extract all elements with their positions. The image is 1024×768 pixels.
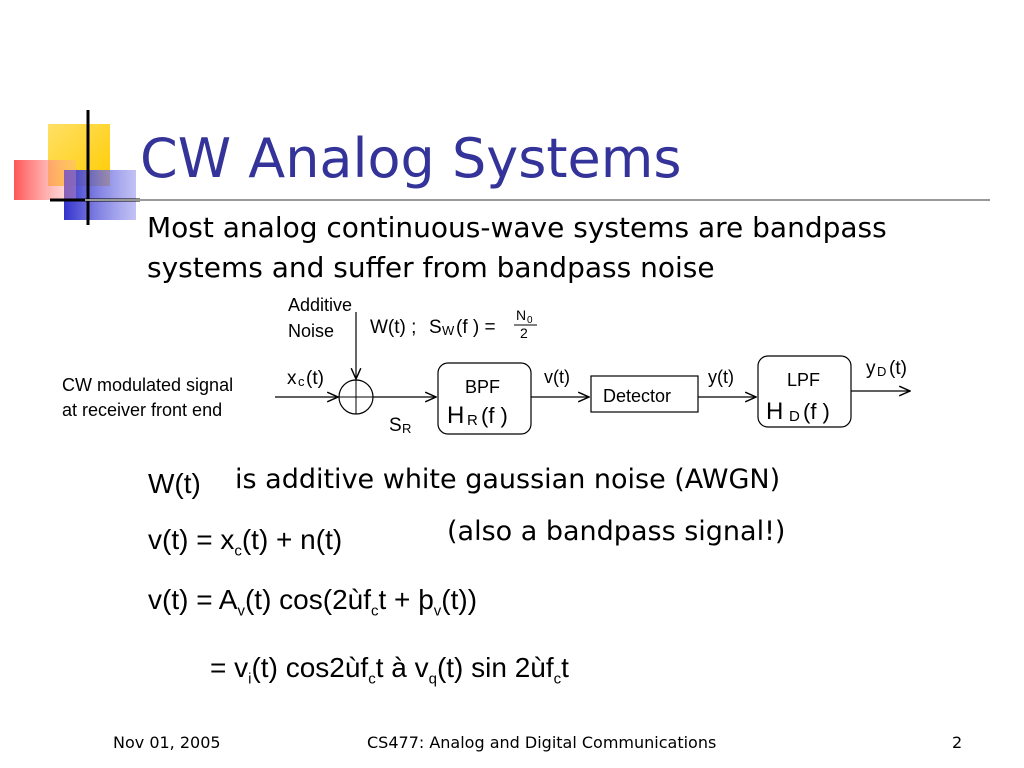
lpf-H-sub: D bbox=[789, 408, 800, 425]
input-label-line1: CW modulated signal bbox=[62, 375, 233, 395]
noise-label-line2: Noise bbox=[288, 321, 334, 341]
eq4-sub1: i bbox=[248, 670, 252, 688]
noise-label-line1: Additive bbox=[288, 295, 352, 315]
eq2: v(t) = xc(t) + n(t) bbox=[148, 524, 342, 568]
input-label-line2: at receiver front end bbox=[62, 400, 222, 420]
title-divider bbox=[85, 199, 990, 201]
eq3-part-b: (t) cos(2ùf bbox=[244, 584, 371, 615]
detector-label: Detector bbox=[603, 386, 671, 406]
bpf-H: H bbox=[447, 402, 464, 429]
sr-label: S bbox=[389, 415, 402, 436]
yd-label-sub: D bbox=[877, 364, 886, 379]
eq4-part-e: t bbox=[561, 652, 569, 683]
eq1-description: is additive white gaussian noise (AWGN) bbox=[235, 464, 781, 495]
eq2-sub: c bbox=[234, 542, 242, 560]
noise-psd-numerator-sub: 0 bbox=[527, 315, 533, 326]
eq3-sub1: v bbox=[237, 602, 245, 620]
noise-psd-S-rest: (f ) = bbox=[456, 317, 496, 338]
lpf-H: H bbox=[766, 398, 783, 425]
bullet-text: Most analog continuous-wave systems are … bbox=[147, 211, 887, 284]
eq1-W: W(t) bbox=[148, 468, 201, 499]
yd-label-rest: (t) bbox=[889, 358, 907, 379]
xc-label-sub: c bbox=[298, 374, 305, 389]
yd-label: y bbox=[866, 358, 876, 379]
y-label: y(t) bbox=[708, 367, 734, 387]
eq1-lhs: W(t) bbox=[148, 468, 201, 500]
detector-block bbox=[590, 375, 699, 413]
footer-date: Nov 01, 2005 bbox=[113, 733, 221, 752]
bpf-label: BPF bbox=[465, 377, 500, 397]
eq4: = vi(t) cos2ùfct à vq(t) sin 2ùfct bbox=[210, 652, 569, 696]
bpf-H-sub: R bbox=[467, 412, 478, 429]
footer-course: CS477: Analog and Digital Communications bbox=[367, 733, 717, 752]
lpf-label: LPF bbox=[787, 370, 820, 390]
eq4-sub3: q bbox=[428, 670, 437, 688]
v-label: v(t) bbox=[544, 367, 570, 387]
eq3-part-c: t + þ bbox=[378, 584, 434, 615]
eq4-part-b: (t) cos2ùf bbox=[251, 652, 369, 683]
xc-label-rest: (t) bbox=[306, 368, 324, 389]
eq4-sub4: c bbox=[553, 670, 562, 688]
noise-psd-denominator: 2 bbox=[520, 325, 528, 341]
eq2-part-b: (t) + n(t) bbox=[241, 524, 343, 555]
noise-psd-numerator: N bbox=[516, 307, 526, 323]
deco-red-square bbox=[14, 160, 76, 200]
bpf-H-rest: (f ) bbox=[481, 403, 508, 428]
noise-psd-S-sub: W bbox=[442, 323, 455, 338]
xc-label: x bbox=[287, 368, 297, 389]
eq4-part-c: t à v bbox=[375, 652, 429, 683]
eq4-part-d: (t) sin 2ùf bbox=[436, 652, 554, 683]
eq2-part-a: v(t) = x bbox=[148, 524, 235, 555]
eq3-part-a: v(t) = A bbox=[148, 584, 238, 615]
slide-decoration bbox=[14, 110, 140, 225]
noise-psd-W: W(t) ; bbox=[370, 317, 416, 338]
sr-label-sub: R bbox=[402, 421, 411, 436]
noise-psd-S: S bbox=[429, 317, 442, 338]
footer-page-number: 2 bbox=[952, 733, 963, 752]
eq3-part-d: (t)) bbox=[441, 584, 478, 615]
eq4-part-a: = v bbox=[210, 652, 249, 683]
lpf-H-rest: (f ) bbox=[803, 399, 830, 424]
bpf-block bbox=[437, 362, 532, 435]
eq2-note: (also a bandpass signal!) bbox=[447, 516, 786, 547]
slide-title: CW Analog Systems bbox=[140, 127, 682, 190]
receiver-block-diagram: CW modulated signal at receiver front en… bbox=[62, 295, 1024, 436]
eq4-sub2: c bbox=[368, 670, 376, 688]
eq3: v(t) = Av(t) cos(2ùfct + þv(t)) bbox=[148, 584, 477, 628]
eq3-sub3: v bbox=[433, 602, 442, 620]
eq3-sub2: c bbox=[371, 602, 379, 620]
